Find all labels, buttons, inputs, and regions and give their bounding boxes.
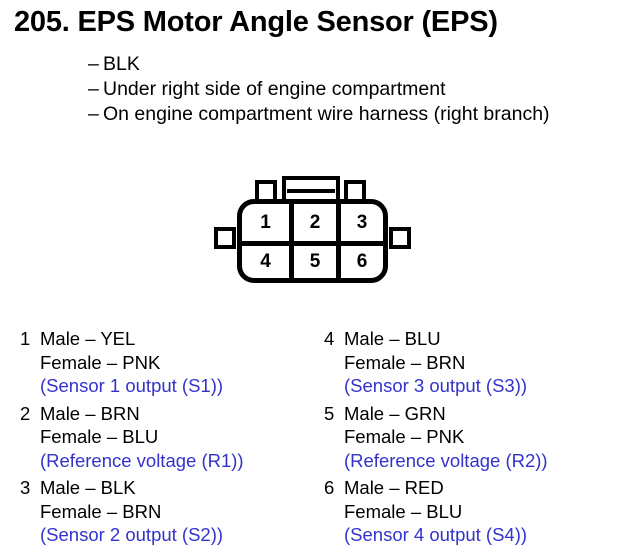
pin-entry-note: (Sensor 2 output (S2)) xyxy=(40,524,224,545)
description-item: –Under right side of engine compartment xyxy=(88,77,550,102)
pin-entry-note: (Sensor 1 output (S1)) xyxy=(40,375,224,396)
connector-pin-6: 6 xyxy=(336,241,383,278)
connector-side-tab-right xyxy=(389,227,411,249)
pin-entry: 2 Male – BRN Female – BLU (Reference vol… xyxy=(20,402,244,473)
connector-body: 1 2 3 4 5 6 xyxy=(237,199,388,283)
pin-entry-female: Female – BRN xyxy=(40,500,162,522)
pin-entry-male: Male – RED xyxy=(344,477,444,498)
pin-entry-number: 3 xyxy=(20,477,31,498)
pin-entry: 6 Male – RED Female – BLU (Sensor 4 outp… xyxy=(324,476,548,547)
pin-entry: 3 Male – BLK Female – BRN (Sensor 2 outp… xyxy=(20,476,244,547)
pin-table-right: 4 Male – BLU Female – BRN (Sensor 3 outp… xyxy=(324,327,548,551)
description-item: –On engine compartment wire harness (rig… xyxy=(88,102,550,127)
pin-entry-male: Male – BLU xyxy=(344,328,441,349)
pin-entry-male: Male – YEL xyxy=(40,328,136,349)
connector-top-tab-left xyxy=(255,180,277,202)
pin-entry-number: 1 xyxy=(20,328,31,349)
pin-entry-number: 2 xyxy=(20,402,31,424)
connector-pin-4: 4 xyxy=(242,241,289,278)
connector-pin-2: 2 xyxy=(289,204,336,241)
pin-entry-female: Female – BLU xyxy=(344,500,463,522)
pin-entry-number: 5 xyxy=(324,402,335,424)
pin-entry-note: (Sensor 4 output (S4)) xyxy=(344,524,528,545)
pin-entry-note: (Sensor 3 output (S3)) xyxy=(344,375,528,396)
pin-entry-number: 4 xyxy=(324,328,335,349)
connector-pin-3: 3 xyxy=(336,204,383,241)
pin-entry-note: (Reference voltage (R1)) xyxy=(40,449,244,471)
description-text: BLK xyxy=(103,53,140,75)
connector-latch-slot xyxy=(287,189,335,193)
pin-table-left: 1 Male – YEL Female – PNK (Sensor 1 outp… xyxy=(20,327,244,551)
connector-top-tab-right xyxy=(344,180,366,202)
bullet-dash-icon: – xyxy=(88,53,99,75)
pin-entry-note: (Reference voltage (R2)) xyxy=(344,449,548,471)
pin-entry-male: Male – BRN xyxy=(40,402,140,424)
pin-entry-male: Male – BLK xyxy=(40,477,136,498)
pin-entry: 5 Male – GRN Female – PNK (Reference vol… xyxy=(324,402,548,473)
pin-entry-female: Female – PNK xyxy=(40,351,161,373)
description-text: On engine compartment wire harness (righ… xyxy=(103,103,550,125)
pin-entry-female: Female – PNK xyxy=(344,426,465,447)
pin-entry-number: 6 xyxy=(324,477,335,498)
pin-entry-male: Male – GRN xyxy=(344,402,446,424)
pin-entry: 1 Male – YEL Female – PNK (Sensor 1 outp… xyxy=(20,327,244,398)
connector-side-tab-left xyxy=(214,227,236,249)
pin-entry-female: Female – BLU xyxy=(40,426,159,447)
connector-pin-1: 1 xyxy=(260,211,271,233)
pin-entry-female: Female – BRN xyxy=(344,351,466,373)
page-title: 205. EPS Motor Angle Sensor (EPS) xyxy=(14,6,498,38)
bullet-dash-icon: – xyxy=(88,78,99,100)
connector-pin-5: 5 xyxy=(289,241,336,278)
description-text: Under right side of engine compartment xyxy=(103,78,446,100)
pin-entry: 4 Male – BLU Female – BRN (Sensor 3 outp… xyxy=(324,327,548,398)
bullet-dash-icon: – xyxy=(88,103,99,125)
description-item: –BLK xyxy=(88,52,550,77)
description-list: –BLK –Under right side of engine compart… xyxy=(88,52,550,127)
connector-diagram: 1 2 3 4 5 6 xyxy=(210,176,415,288)
